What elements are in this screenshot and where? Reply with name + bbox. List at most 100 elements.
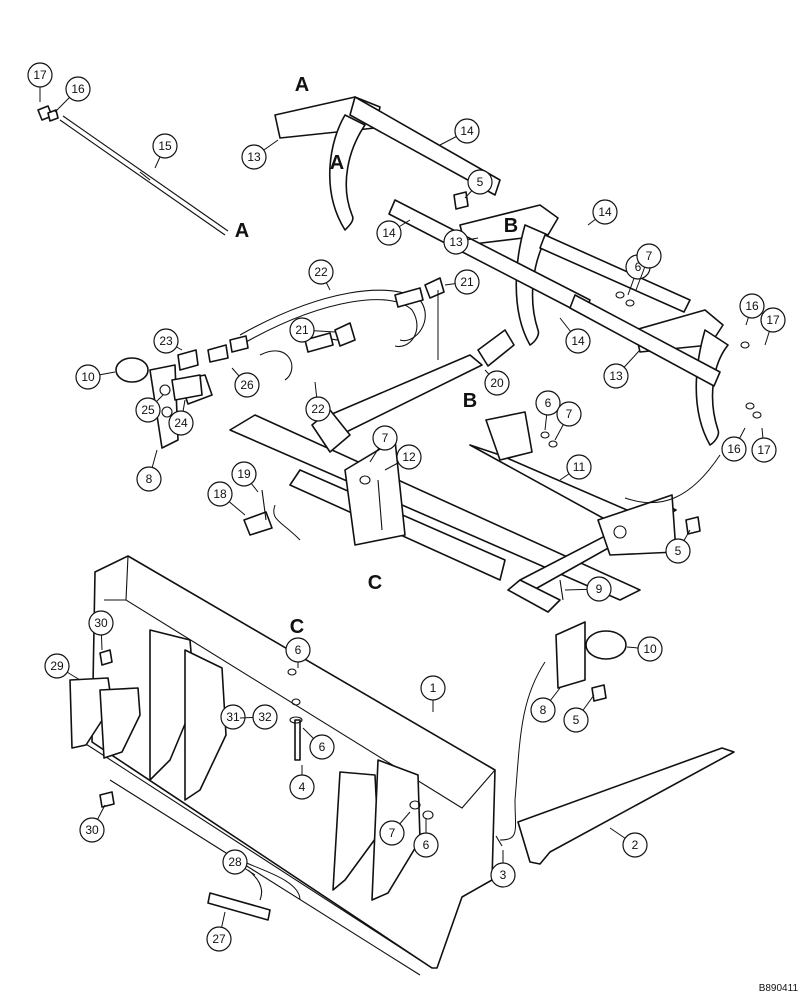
callout-circle: [79, 817, 105, 843]
part-callout-2: 2: [609, 827, 648, 858]
part-callout-17: 17: [27, 62, 53, 102]
threaded-rod: [37, 105, 229, 236]
callout-number: 13: [449, 235, 463, 249]
callout-circle: [308, 259, 334, 285]
part-callout-28: 28: [222, 849, 256, 876]
part-callout-30: 30: [88, 610, 114, 651]
part-callout-6: 6: [285, 637, 311, 668]
part-callout-15: 15: [152, 133, 178, 169]
part-callout-5: 5: [464, 169, 493, 199]
callout-number: 19: [237, 467, 251, 481]
part-callout-5: 5: [665, 529, 691, 564]
part-callout-14: 14: [559, 317, 591, 354]
section-letter-C: C: [290, 616, 304, 638]
callout-circle: [222, 849, 248, 875]
bucket-frame: [69, 555, 496, 976]
callout-circle: [136, 466, 162, 492]
fork-tine: [517, 747, 735, 865]
callout-number: 3: [500, 868, 507, 882]
callout-circle: [467, 169, 493, 195]
callout-number: 13: [247, 150, 261, 164]
part-callout-4: 4: [289, 765, 315, 800]
callout-circle: [27, 62, 53, 88]
callout-number: 32: [258, 710, 272, 724]
part-callout-18: 18: [207, 481, 246, 516]
callout-number: 28: [228, 855, 242, 869]
callout-number: 6: [423, 838, 430, 852]
callout-number: 8: [540, 703, 547, 717]
callout-circle: [637, 636, 663, 662]
callout-circle: [721, 436, 747, 462]
part-callout-8: 8: [530, 687, 561, 723]
callout-circle: [207, 481, 233, 507]
callout-circle: [622, 832, 648, 858]
callout-number: 7: [646, 249, 653, 263]
callout-number: 2: [632, 838, 639, 852]
callout-number: 14: [460, 124, 474, 138]
callout-number: 5: [573, 713, 580, 727]
callout-number: 6: [295, 643, 302, 657]
callout-number: 21: [460, 275, 474, 289]
part-callout-20: 20: [484, 369, 510, 396]
callout-circle: [231, 461, 257, 487]
callout-number: 14: [382, 226, 396, 240]
part-callout-27: 27: [206, 911, 232, 952]
callout-circle: [760, 307, 786, 333]
callout-circle: [566, 454, 592, 480]
callout-circle: [75, 364, 101, 390]
callout-number: 14: [571, 334, 585, 348]
callout-number: 16: [727, 442, 741, 456]
part-callout-30: 30: [79, 804, 106, 843]
callout-circle: [586, 576, 612, 602]
callout-number: 5: [477, 175, 484, 189]
callout-circle: [490, 862, 516, 888]
callout-number: 7: [382, 431, 389, 445]
part-callout-3: 3: [490, 850, 516, 888]
part-callout-31: 31: [220, 704, 246, 730]
part-callout-23: 23: [153, 328, 183, 354]
callout-circle: [443, 229, 469, 255]
callout-circle: [168, 410, 194, 436]
section-letters: A A A B B C C: [235, 74, 518, 638]
callout-circle: [530, 697, 556, 723]
callout-number: 6: [635, 260, 642, 274]
callout-number: 11: [573, 460, 586, 474]
callout-circle: [220, 704, 246, 730]
callout-circle: [665, 538, 691, 564]
part-callout-14: 14: [439, 118, 480, 146]
mounting-frame: [115, 357, 677, 689]
callout-number: 27: [212, 932, 226, 946]
callout-number: 22: [311, 402, 325, 416]
callout-circle: [535, 390, 561, 416]
callout-number: 15: [158, 139, 172, 153]
callout-number: 13: [609, 369, 623, 383]
part-callout-24: 24: [168, 399, 194, 436]
callout-circle: [241, 144, 267, 170]
callout-circle: [603, 363, 629, 389]
section-letter-B: B: [463, 390, 477, 412]
part-callout-10: 10: [75, 364, 116, 390]
callout-number: 26: [240, 378, 254, 392]
part-callout-7: 7: [635, 243, 662, 291]
callout-number: 8: [146, 472, 153, 486]
callout-number: 20: [490, 376, 504, 390]
callout-number: 10: [643, 642, 657, 656]
callout-number: 5: [675, 544, 682, 558]
callout-circle: [484, 370, 510, 396]
callout-circle: [379, 820, 405, 846]
part-callouts: 1234555666667777889101011121313131414141…: [27, 62, 786, 952]
callout-circle: [252, 704, 278, 730]
callout-circle: [206, 926, 232, 952]
part-callout-13: 13: [443, 229, 479, 255]
callout-number: 14: [598, 205, 612, 219]
part-callout-32: 32: [239, 704, 278, 730]
callout-circle: [556, 401, 582, 427]
callout-circle: [396, 444, 422, 470]
callout-circle: [636, 243, 662, 269]
callout-number: 22: [314, 265, 328, 279]
callout-number: 29: [50, 659, 64, 673]
callout-number: 23: [159, 334, 173, 348]
callout-circle: [372, 425, 398, 451]
callout-circle: [592, 199, 618, 225]
